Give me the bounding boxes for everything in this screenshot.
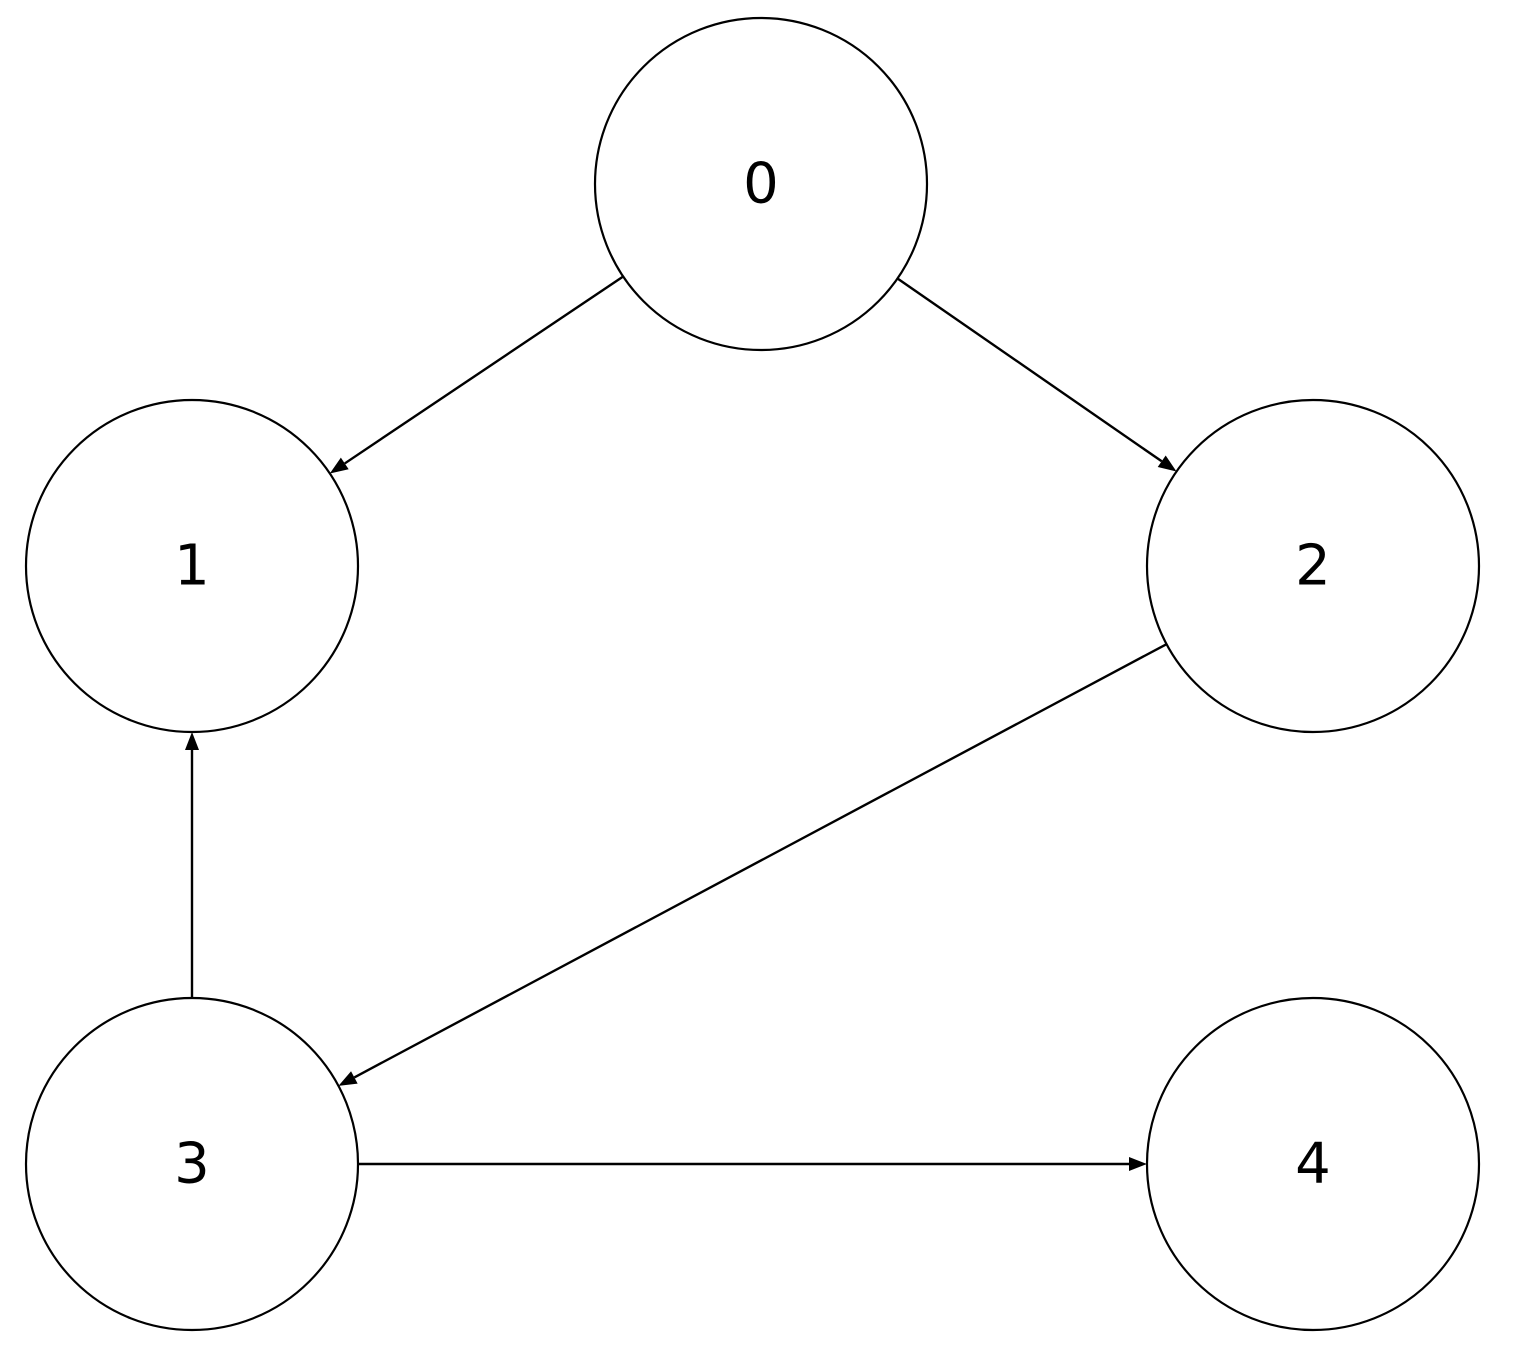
node-4-label: 4 (1295, 1132, 1331, 1197)
edge-2-to-3 (338, 643, 1168, 1086)
edge-3-to-4 (358, 1157, 1147, 1171)
node-3-label: 3 (174, 1132, 210, 1197)
arrowhead-icon (185, 732, 199, 750)
edge-line (344, 275, 624, 465)
node-4-circle (1145, 996, 1481, 1332)
edge-line (353, 643, 1168, 1079)
node-0-circle (593, 16, 929, 352)
node-3-circle (24, 996, 360, 1332)
node-1-circle (24, 398, 360, 734)
arrowhead-icon (338, 1071, 358, 1086)
node-0: 0 (593, 16, 929, 352)
node-2: 2 (1145, 398, 1481, 734)
edge-3-to-1 (185, 732, 199, 998)
arrowhead-icon (1157, 455, 1177, 472)
node-2-circle (1145, 398, 1481, 734)
edge-0-to-1 (329, 275, 624, 474)
nodes-layer: 0 1 2 3 4 (24, 16, 1481, 1332)
edge-line (896, 277, 1163, 463)
node-0-label: 0 (743, 152, 779, 217)
node-2-label: 2 (1295, 534, 1331, 599)
node-1: 1 (24, 398, 360, 734)
node-4: 4 (1145, 996, 1481, 1332)
edge-0-to-2 (896, 277, 1177, 472)
edges-layer (185, 275, 1177, 1171)
node-1-label: 1 (174, 534, 210, 599)
arrowhead-icon (329, 457, 349, 474)
arrowhead-icon (1129, 1157, 1147, 1171)
node-3: 3 (24, 996, 360, 1332)
